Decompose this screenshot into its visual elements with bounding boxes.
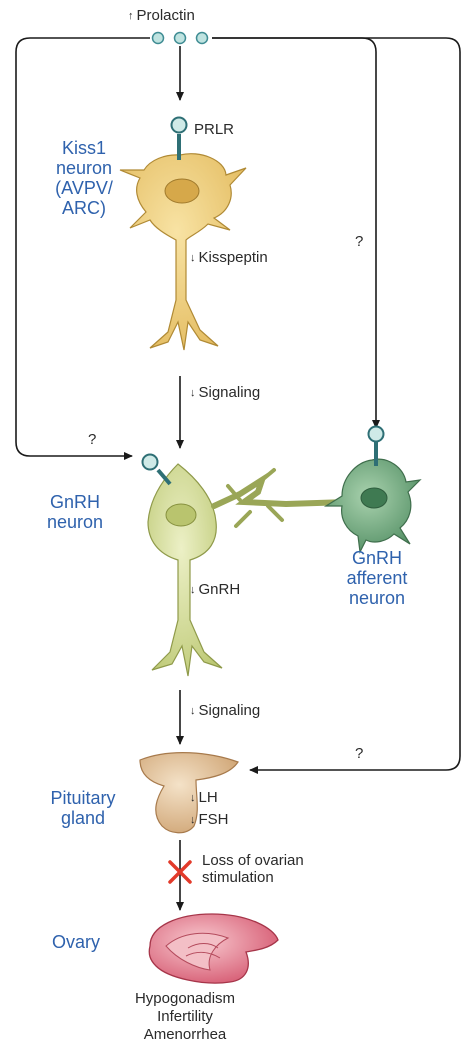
afferent-line3: neuron	[348, 588, 406, 608]
afferent-receptor-icon	[367, 425, 385, 466]
pathway-lines	[15, 37, 461, 911]
lh-label: LH	[190, 790, 218, 807]
pituitary-title: Pituitary gland	[28, 788, 138, 828]
kiss1-line2: neuron	[55, 158, 113, 178]
question-mark-pituitary: ?	[355, 745, 364, 762]
outcomes-list: Hypogonadism Infertility Amenorrhea	[100, 990, 270, 1044]
ovary-icon	[148, 913, 279, 984]
afferent-neuron-title: GnRH afferent neuron	[324, 548, 430, 608]
loss-line1: Loss of ovarian	[202, 852, 304, 869]
gnrh-neuron-cell	[147, 463, 351, 677]
kiss1-neuron-title: Kiss1 neuron (AVPV/ ARC)	[28, 138, 140, 218]
loss-line2: stimulation	[202, 869, 274, 886]
kiss1-line1: Kiss1	[61, 138, 106, 158]
prolactin-label: Prolactin	[128, 8, 195, 25]
gnrh-receptor-icon	[141, 453, 172, 486]
pituitary-line2: gland	[60, 808, 106, 828]
signaling2-label: Signaling	[190, 703, 261, 720]
ovary-title: Ovary	[52, 932, 101, 952]
kiss1-neuron-cell	[119, 153, 247, 351]
outcome-item: Amenorrhea	[143, 1026, 227, 1043]
outcome-item: Hypogonadism	[134, 990, 236, 1007]
question-mark-left: ?	[88, 431, 97, 448]
kisspeptin-label: Kisspeptin	[190, 250, 268, 267]
left-loop-arrow	[15, 37, 150, 460]
gnrh-hormone-label: GnRH	[190, 582, 241, 599]
kiss1-line4: ARC)	[62, 198, 106, 218]
blocked-cross-icon	[168, 860, 192, 884]
fsh-label: FSH	[190, 812, 229, 829]
loss-stimulation-label: Loss of ovarian stimulation	[202, 852, 304, 886]
prolactin-molecules-icon	[151, 31, 209, 45]
prlr-label: PRLR	[194, 121, 235, 138]
signaling1-label: Signaling	[190, 385, 261, 402]
kiss1-line3: (AVPV/	[55, 178, 113, 198]
gnrh-afferent-neuron-cell	[323, 458, 422, 555]
gnrh-neuron-title: GnRH neuron	[30, 492, 120, 532]
question-mark-afferent: ?	[355, 233, 364, 250]
afferent-line2: afferent	[346, 568, 408, 588]
kiss1-receptor-icon	[170, 116, 188, 160]
afferent-arrow	[212, 37, 380, 429]
gnrh-neuron-line1: GnRH	[49, 492, 100, 512]
pituitary-line1: Pituitary	[50, 788, 116, 808]
outcome-item: Infertility	[157, 1008, 213, 1025]
pituitary-arrow	[212, 37, 461, 774]
afferent-line1: GnRH	[351, 548, 402, 568]
gnrh-neuron-line2: neuron	[46, 512, 104, 532]
